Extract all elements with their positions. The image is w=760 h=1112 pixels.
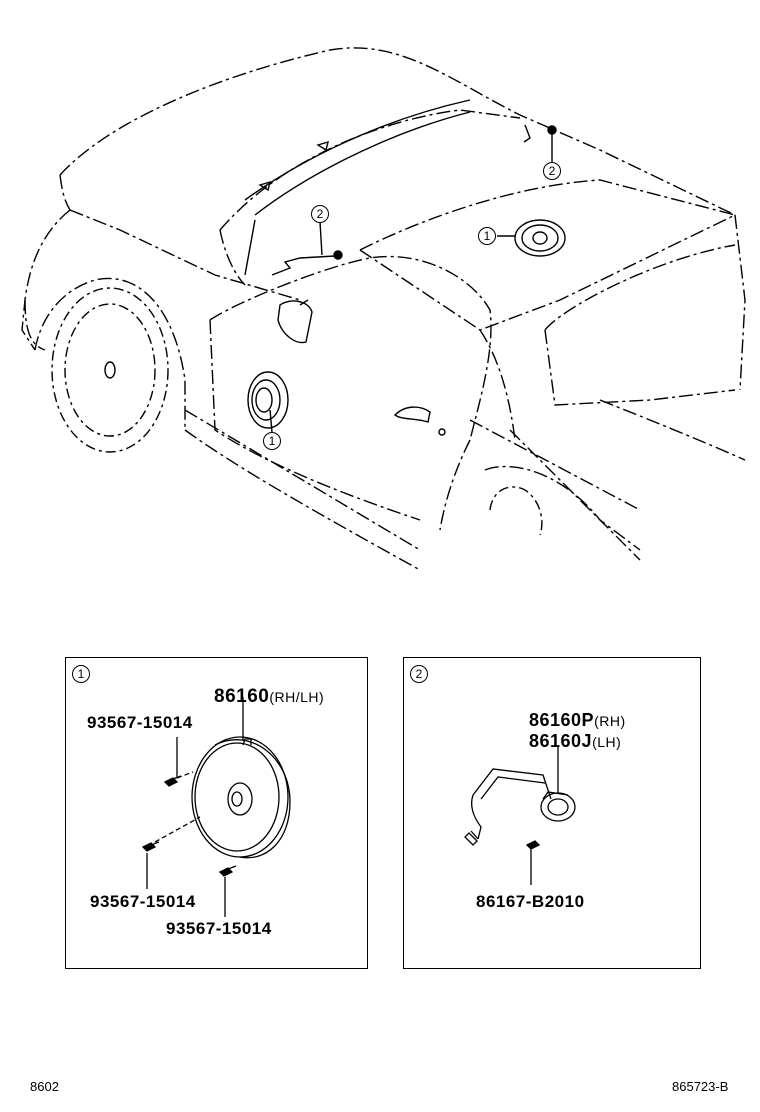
part-label-speaker: 86160(RH/LH)	[214, 686, 325, 707]
callout-tweeter-right: 2	[543, 162, 561, 180]
callout-door-speaker: 1	[263, 432, 281, 450]
speaker-drawing	[141, 697, 291, 917]
part-label-screw-top: 93567-15014	[87, 713, 193, 732]
callout-tweeter-left: 2	[311, 205, 329, 223]
part-label-screw-bottom: 93567-15014	[166, 919, 272, 938]
part-label-screw-left: 93567-15014	[90, 892, 196, 911]
part-label-tweeter-lh: 86160J(LH)	[529, 731, 622, 751]
car-illustration	[21, 47, 746, 571]
detail-panel-tweeter	[403, 657, 701, 969]
callout-rear-speaker: 1	[478, 227, 496, 245]
panel-index-two: 2	[410, 665, 428, 683]
footer-code-right: 865723-B	[672, 1079, 729, 1094]
tweeter-drawing	[464, 747, 576, 885]
footer-code-left: 8602	[30, 1079, 59, 1094]
part-label-clip: 86167-B2010	[476, 892, 585, 911]
detail-panel-speaker	[65, 657, 368, 969]
panel-index-one: 1	[72, 665, 90, 683]
part-label-tweeter-rh: 86160P(RH)	[529, 710, 626, 730]
